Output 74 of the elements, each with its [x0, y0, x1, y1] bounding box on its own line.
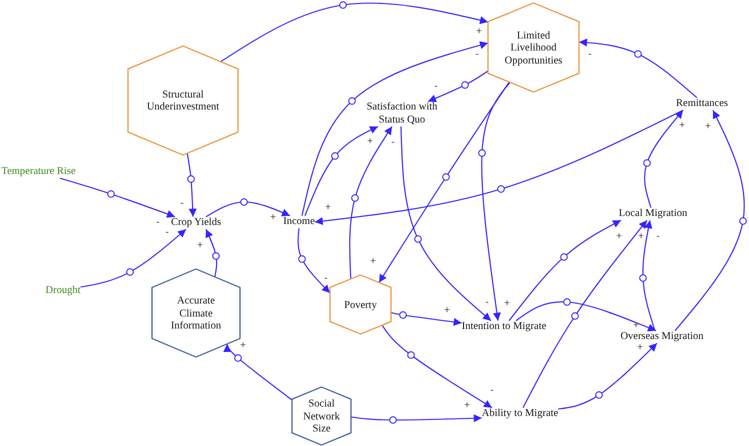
polarity-sign: +	[633, 322, 639, 330]
polarity-sign: -	[391, 139, 395, 147]
variable-label: Income	[283, 216, 315, 228]
variable-label: Satisfaction with Status Quo	[365, 102, 439, 126]
polarity-sign: +	[476, 28, 482, 36]
arrow	[206, 198, 290, 218]
polarity-sign: +	[240, 342, 246, 350]
polarity-sign: -	[475, 51, 479, 59]
hexagon-node	[152, 269, 240, 357]
polarity-sign: +	[504, 300, 510, 308]
arrow	[304, 126, 378, 216]
arrow	[578, 38, 698, 98]
variable-label: Crop Yields	[170, 216, 222, 230]
hexagon-node	[488, 3, 579, 92]
arrow	[314, 110, 684, 225]
polarity-sign: -	[434, 83, 438, 91]
node-label: Accurate Climate Information	[170, 295, 222, 333]
arrow	[350, 414, 482, 424]
arrow	[508, 220, 622, 322]
polarity-sign: -	[656, 233, 660, 241]
variable-label: Temperature Rise	[1, 166, 76, 178]
variable-label: Ability to Migrate	[482, 408, 558, 420]
polarity-sign: -	[324, 275, 328, 283]
polarity-sign: -	[490, 387, 494, 395]
polarity-sign: -	[180, 200, 184, 208]
polarity-sign: +	[705, 123, 711, 131]
polarity-sign: +	[638, 233, 644, 241]
variable-label: Overseas Migration	[620, 330, 704, 344]
arrow	[428, 70, 488, 102]
node-label: Poverty	[344, 299, 377, 312]
hexagon-node	[330, 275, 391, 334]
variable-label: Intention to Migrate	[462, 320, 546, 334]
polarity-sign: +	[637, 344, 643, 352]
arrow	[220, 1, 488, 62]
hexagon-node	[128, 46, 238, 155]
node-label: Structural Underinvestment	[146, 89, 220, 114]
variable-label: Drought	[46, 284, 80, 298]
polarity-sign: +	[197, 242, 203, 250]
arrow	[206, 229, 220, 277]
arrow	[522, 220, 648, 408]
arrow	[558, 342, 658, 410]
arrow	[382, 324, 492, 408]
arrow	[186, 153, 196, 217]
polarity-sign: -	[156, 219, 160, 227]
arrow	[478, 82, 510, 321]
polarity-sign: +	[679, 122, 685, 130]
hexagon-node	[292, 387, 351, 445]
node-label: Limited Livelihood Opportunities	[504, 30, 564, 68]
polarity-sign: +	[270, 214, 276, 222]
arrow	[301, 41, 488, 216]
polarity-sign: -	[165, 229, 169, 237]
polarity-sign: +	[367, 138, 373, 146]
variable-label: Remittances	[676, 98, 728, 110]
arrow	[60, 178, 176, 218]
polarity-sign: +	[616, 233, 622, 241]
polarity-sign: -	[485, 299, 489, 307]
polarity-sign: +	[325, 204, 331, 212]
arrow	[643, 110, 684, 208]
polarity-sign: +	[370, 258, 376, 266]
arrow	[80, 228, 186, 288]
arrow	[390, 311, 462, 326]
arrow	[223, 344, 292, 400]
polarity-sign: +	[444, 307, 450, 315]
polarity-sign: +	[464, 402, 470, 410]
node-label: Social Network Size	[302, 398, 341, 436]
arrow	[639, 220, 656, 331]
arrow	[378, 82, 510, 283]
arrow	[674, 110, 747, 332]
arrow	[400, 126, 492, 322]
polarity-sign: -	[588, 51, 592, 59]
arrow	[349, 126, 392, 279]
variable-label: Local Migration	[618, 208, 688, 220]
arrow	[298, 228, 330, 294]
arrow	[516, 298, 656, 332]
